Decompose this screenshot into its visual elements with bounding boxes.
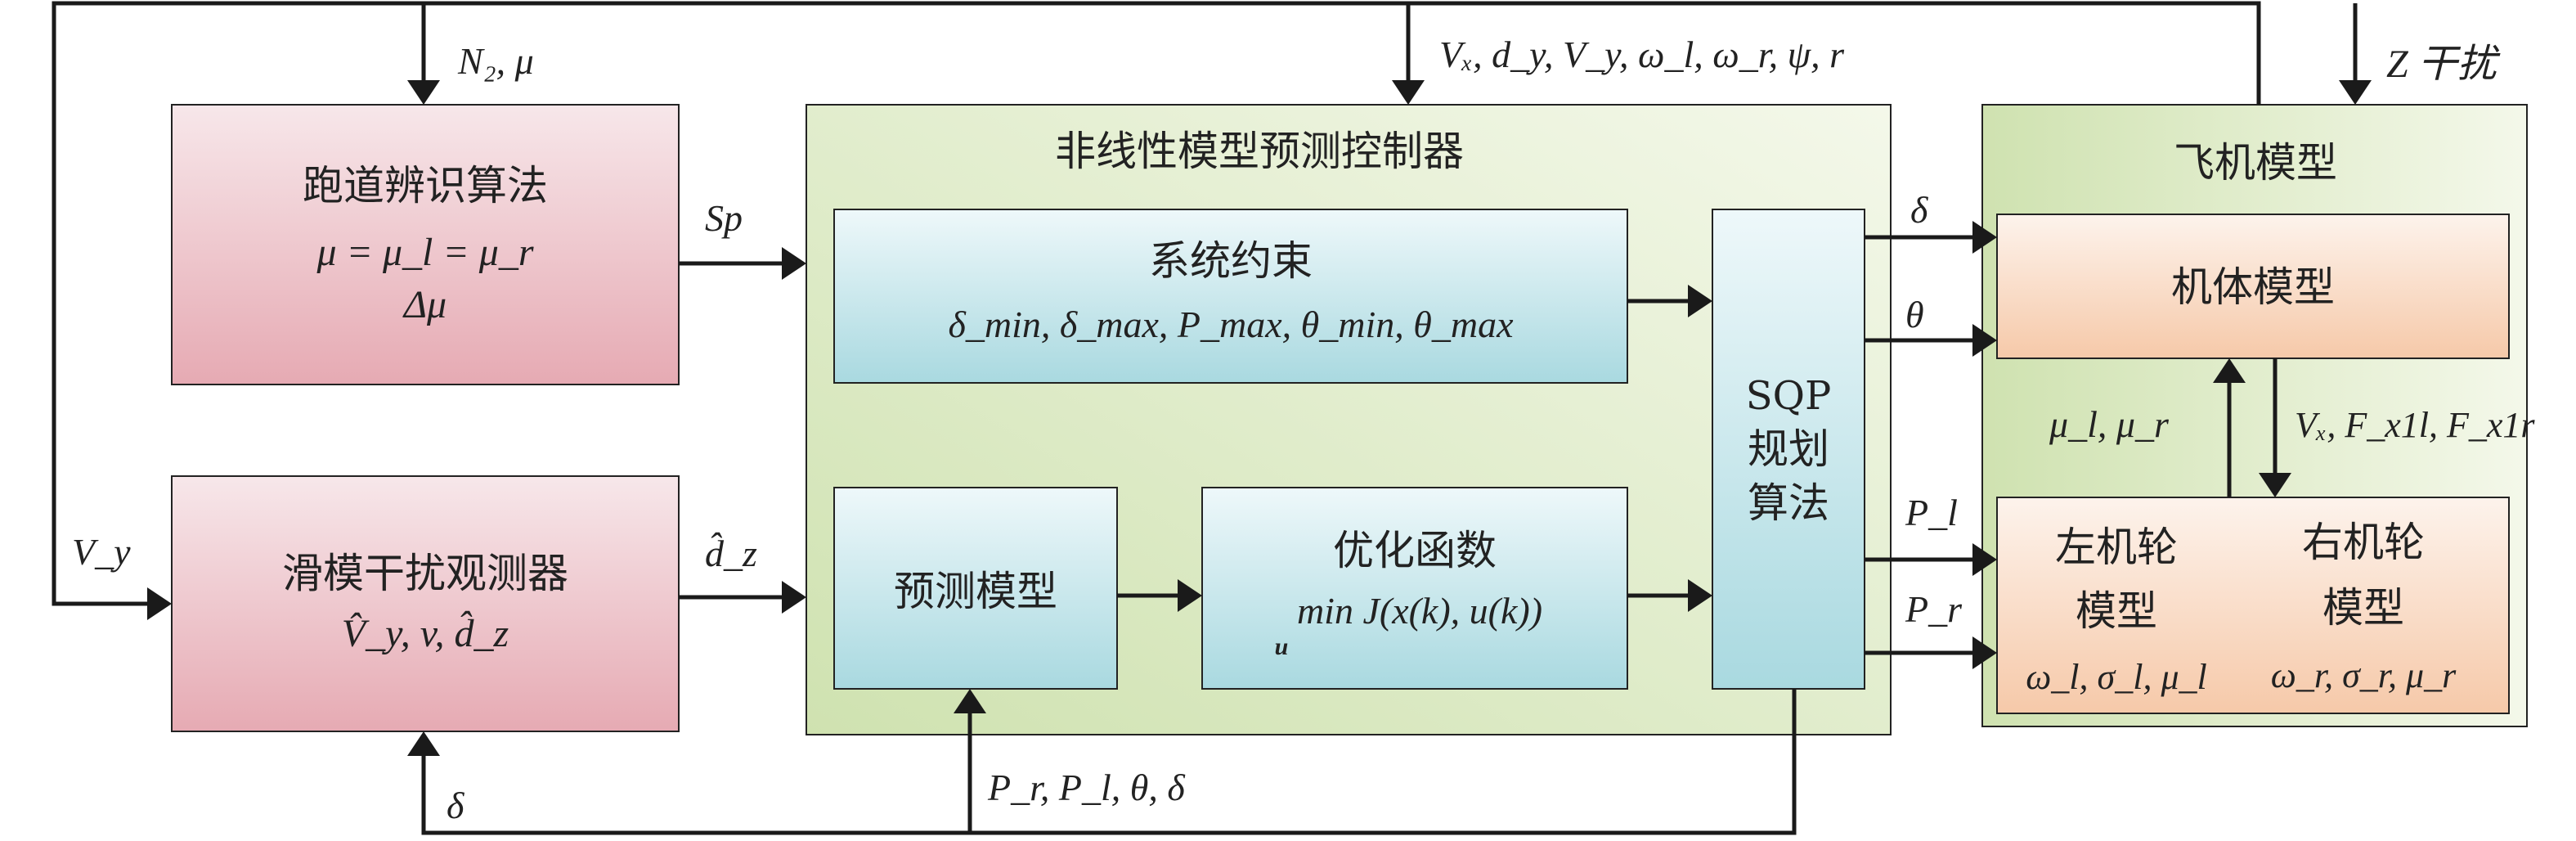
label-disturbance: Z 干扰 <box>2386 43 2501 86</box>
label-delta-feedback: δ <box>447 785 464 826</box>
predict-block <box>833 487 1118 690</box>
smo-block <box>171 475 680 732</box>
arrow-vy <box>147 587 172 620</box>
right-wheel-line-1: 右机轮 <box>2302 519 2425 566</box>
arrow-pl-out <box>1972 543 1997 576</box>
constraints-list: δ_min, δ_max, P_max, θ_min, θ_max <box>949 304 1515 345</box>
label-pl-out: P_l <box>1905 492 1958 533</box>
label-sp: Sp <box>705 197 743 239</box>
smo-outputs: V̂_y, v, d̂_z <box>342 609 509 655</box>
arrow-theta-out <box>1972 324 1997 357</box>
arrow-wheels-to-body <box>2213 358 2246 383</box>
constraints-title: 系统约束 <box>1149 237 1313 285</box>
arrow-delta-out <box>1972 221 1997 254</box>
label-vy: V_y <box>72 531 131 573</box>
sqp-line-2: 规划 <box>1748 425 1829 473</box>
wheels-block <box>1996 497 2510 714</box>
optimize-block <box>1201 487 1628 690</box>
nmpc-title: 非线性模型预测控制器 <box>1055 128 1464 175</box>
label-state-input: Vₓ, d_y, V_y, ω_l, ω_r, ψ, r <box>1439 34 1845 75</box>
arrow-dz <box>782 581 806 614</box>
optimize-title: 优化函数 <box>1333 527 1497 574</box>
label-vx-forces: Vₓ, F_x1l, F_x1r <box>2295 405 2535 445</box>
runway-title: 跑道辨识算法 <box>303 162 548 209</box>
arrow-smo-feedback <box>407 731 440 756</box>
top-feedback-line <box>52 1 2261 606</box>
label-bottom-feedback: P_r, P_l, θ, δ <box>987 767 1185 808</box>
arrow-body-to-wheels <box>2259 473 2291 497</box>
aircraft-title: 飞机模型 <box>2174 139 2337 187</box>
arrow-sp <box>782 247 806 280</box>
arrow-pr-out <box>1972 636 1997 669</box>
label-dz: d̂_z <box>705 533 757 574</box>
arrowheads <box>147 80 2372 756</box>
optimize-subscript: u <box>1275 633 1289 660</box>
predict-title: 预测模型 <box>894 568 1057 615</box>
label-delta-out: δ <box>1910 189 1928 231</box>
label-theta-out: θ <box>1905 294 1924 335</box>
arrow-opt-sqp <box>1688 579 1712 612</box>
label-pr-out: P_r <box>1905 588 1963 630</box>
body-block <box>1996 214 2510 359</box>
runway-block <box>171 104 680 385</box>
arrow-predict-feedback <box>954 689 986 713</box>
sqp-line-1: SQP <box>1746 373 1832 419</box>
label-mu-lr: μ_l, μ_r <box>2049 403 2170 445</box>
sqp-line-3: 算法 <box>1748 479 1829 527</box>
right-wheel-line-3: ω_r, σ_r, μ_r <box>2271 655 2457 695</box>
body-title: 机体模型 <box>2171 263 2335 311</box>
left-wheel-line-3: ω_l, σ_l, μ_l <box>2026 657 2207 697</box>
constraints-block <box>833 209 1628 384</box>
bottom-feedback-line <box>421 689 1797 835</box>
label-n2-mu: N₂, μ <box>457 40 534 82</box>
right-wheel-line-2: 模型 <box>2322 584 2404 632</box>
runway-delta-mu: Δμ <box>402 283 447 326</box>
arrow-n2 <box>407 80 440 105</box>
left-wheel-line-2: 模型 <box>2076 587 2157 635</box>
runway-formula: μ = μ_l = μ_r <box>316 231 533 274</box>
arrow-constraint-sqp <box>1688 285 1712 317</box>
arrow-disturbance <box>2339 80 2372 105</box>
smo-title: 滑模干扰观测器 <box>282 550 568 597</box>
optimize-formula: min J(x(k), u(k)) <box>1297 590 1542 632</box>
arrow-predict-opt <box>1178 579 1202 612</box>
connection-lines <box>52 1 2358 835</box>
left-wheel-line-1: 左机轮 <box>2055 524 2178 571</box>
sqp-block <box>1712 209 1865 690</box>
arrow-state <box>1392 80 1425 105</box>
